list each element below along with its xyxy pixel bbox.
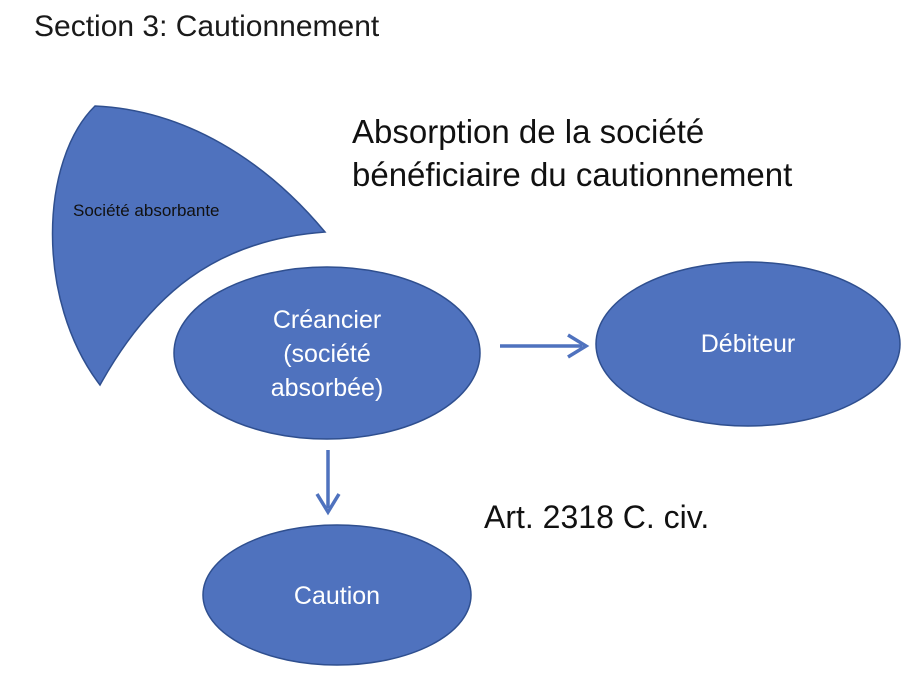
article-reference: Art. 2318 C. civ. <box>484 499 710 535</box>
debtor-node <box>595 261 901 427</box>
absorbing-company-label: Société absorbante <box>73 201 220 220</box>
section-title: Section 3: Cautionnement <box>34 10 380 43</box>
slide-heading-line-1: Absorption de la société <box>352 113 705 150</box>
creditor-node <box>173 266 481 440</box>
creditor-label-line-3: absorbée) <box>271 374 384 402</box>
slide-heading-line-2: bénéficiaire du cautionnement <box>352 156 793 193</box>
creditor-label-line-2: (société <box>283 340 371 368</box>
guarantor-node <box>202 524 472 666</box>
creditor-to-guarantor-arrow <box>315 450 341 516</box>
debtor-label: Débiteur <box>701 330 796 358</box>
absorbing-company-shape <box>51 105 327 387</box>
guarantor-label: Caution <box>294 582 380 610</box>
creditor-to-debtor-arrow <box>500 333 590 359</box>
creditor-label-line-1: Créancier <box>273 306 381 334</box>
slide-heading: Absorption de la société bénéficiaire du… <box>352 110 792 196</box>
